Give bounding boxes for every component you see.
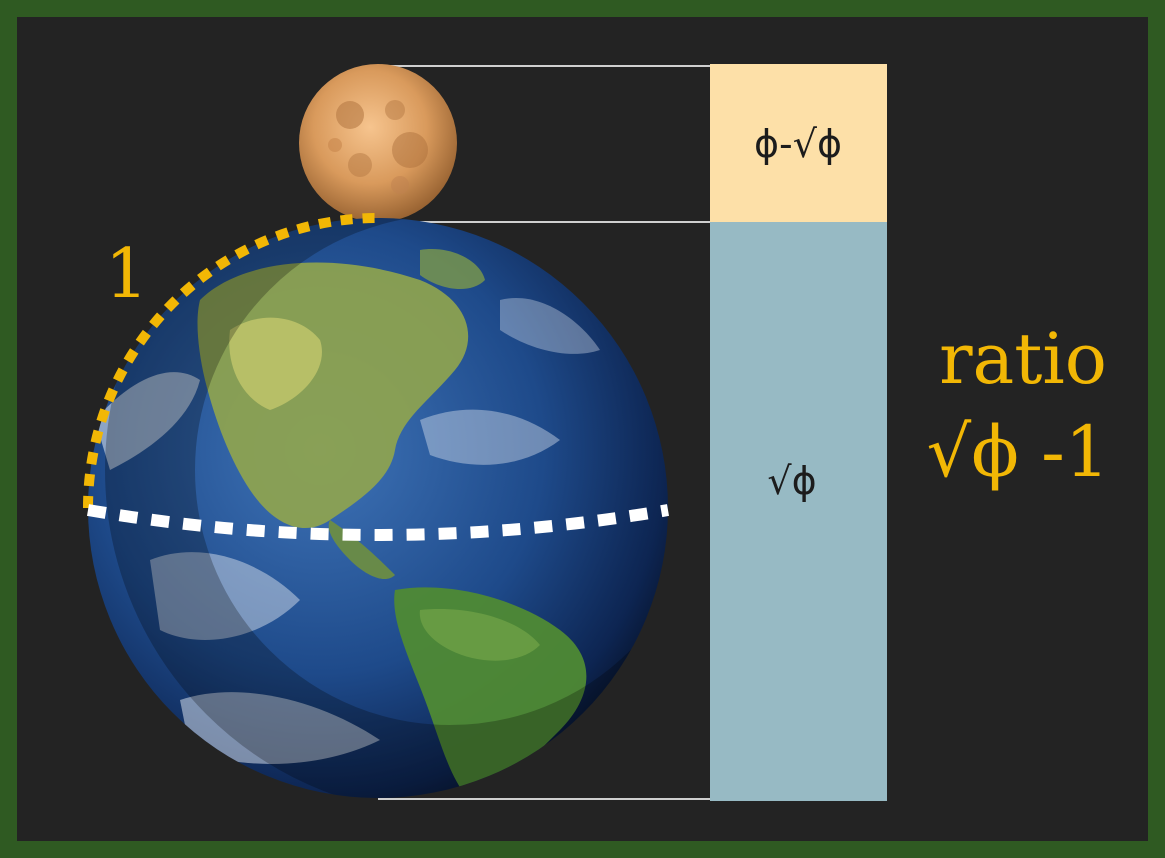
earth-height-box [710, 222, 887, 801]
earth-box-label: √ϕ [767, 459, 816, 503]
earth-illustration-icon [88, 218, 668, 798]
moon-illustration-icon [299, 64, 457, 222]
moon-box-label: ϕ-√ϕ [754, 122, 842, 166]
moon-height-box [710, 64, 887, 222]
arc-value-label: 1 [105, 235, 148, 314]
radius-arc [83, 213, 379, 509]
ratio-value-label: √ϕ -1 [927, 411, 1110, 493]
equator-line [86, 504, 670, 541]
ratio-word-label: ratio [939, 318, 1107, 400]
